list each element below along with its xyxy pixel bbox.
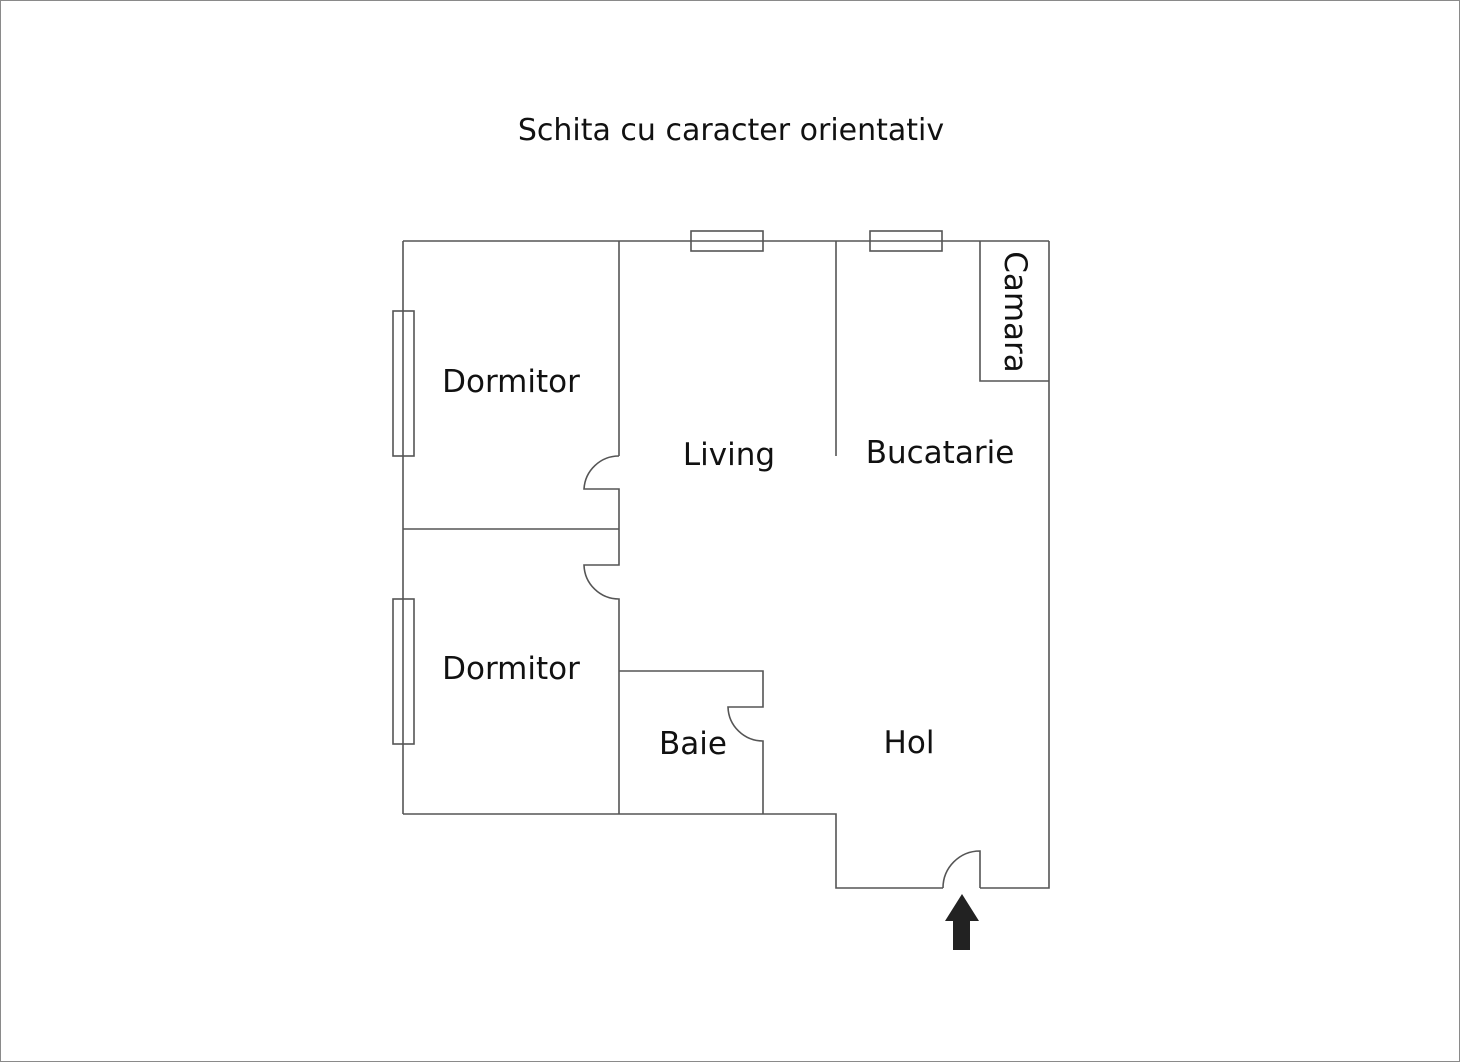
bottom-wall-left	[403, 813, 943, 889]
wall-dormitor2-upper	[583, 529, 620, 814]
baie-walls	[619, 670, 764, 814]
room-label-bucatarie: Bucatarie	[865, 435, 1015, 471]
door-dormitor1	[583, 455, 620, 529]
window-living	[690, 230, 764, 252]
entrance-door	[942, 850, 981, 889]
entrance-arrow-icon	[945, 894, 979, 950]
window-dormitor2	[392, 598, 415, 745]
room-label-living: Living	[682, 437, 776, 473]
room-label-baie: Baie	[659, 726, 727, 762]
room-label-hol: Hol	[883, 725, 935, 761]
window-dormitor1	[392, 310, 415, 457]
camara-walls	[979, 241, 1049, 382]
room-label-dormitor-2: Dormitor	[442, 651, 580, 687]
plan-title: Schita cu caracter orientativ	[517, 113, 945, 148]
room-label-camara: Camara	[997, 251, 1033, 373]
window-bucatarie	[869, 230, 943, 252]
room-label-dormitor-1: Dormitor	[442, 364, 580, 400]
bottom-wall-right	[980, 241, 1050, 889]
